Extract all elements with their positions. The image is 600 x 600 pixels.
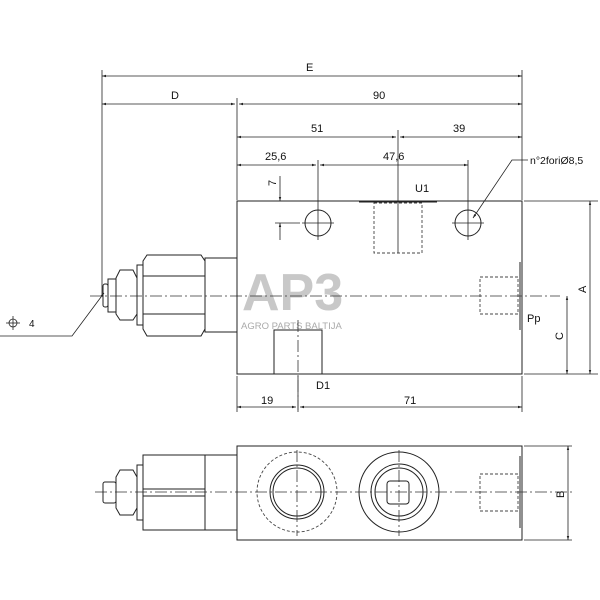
valve-body-bottom (236, 445, 523, 541)
adjustment-screw-icon (6, 316, 20, 330)
dim-19: 19 (261, 395, 273, 407)
dim-51: 51 (311, 123, 323, 135)
holes-note: n°2foriØ8,5 (530, 155, 583, 167)
dim-90: 90 (373, 90, 385, 102)
port-U1 (373, 202, 423, 254)
port-Pp (479, 276, 519, 315)
dim-7: 7 (267, 180, 279, 186)
dim-25-6: 25,6 (265, 151, 286, 163)
adjust-label: 4 (29, 319, 35, 330)
dim-E: E (306, 62, 313, 74)
dimension-lines (0, 74, 592, 541)
bottom-view (95, 445, 575, 541)
port-Pp-label: Pp (527, 313, 540, 325)
dim-47-6: 47,6 (383, 151, 404, 163)
dim-A: A (577, 285, 589, 293)
cartridge (102, 254, 238, 337)
cartridge-bottom (102, 454, 238, 531)
watermark-logo: AP3 (242, 264, 343, 322)
dim-C: C (554, 332, 566, 340)
port-U1-label: U1 (415, 183, 429, 195)
front-view (90, 200, 560, 410)
dimension-labels: E D 90 51 39 25,6 47,6 7 19 71 A C B n°2… (6, 62, 589, 498)
watermark: AP3 AGRO PARTS BALTIJA (241, 264, 343, 332)
dim-71: 71 (404, 395, 416, 407)
dim-D: D (171, 90, 179, 102)
extension-lines (101, 70, 598, 412)
dim-B: B (555, 491, 567, 498)
watermark-text: AGRO PARTS BALTIJA (241, 321, 342, 332)
dim-39: 39 (453, 123, 465, 135)
port-D1-label: D1 (316, 380, 330, 392)
